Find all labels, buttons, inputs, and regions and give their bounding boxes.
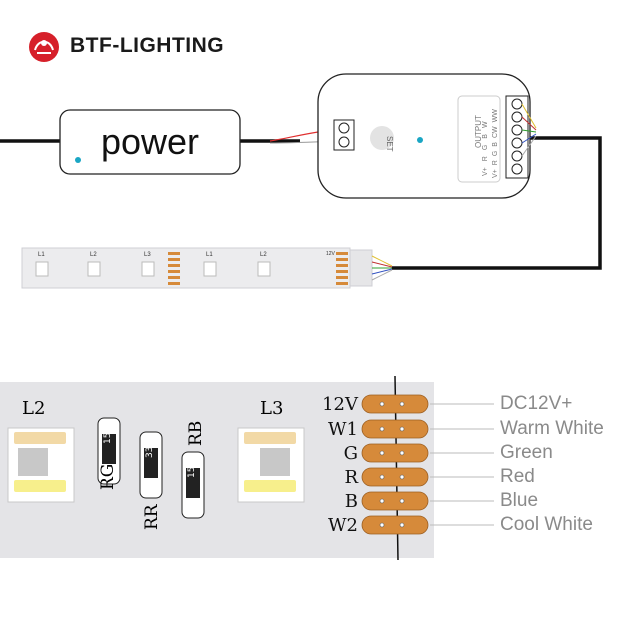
- pin-description: Blue: [500, 490, 539, 511]
- pin-label: R: [344, 467, 358, 488]
- pin-label: W2: [328, 515, 358, 536]
- pad-holes: [379, 401, 405, 528]
- pin-description: Warm White: [500, 418, 604, 439]
- strip-cut-pads: [168, 252, 348, 285]
- resistor-label-rb: RB: [186, 420, 206, 446]
- warm-white-chip: [14, 432, 66, 444]
- pad-w2: [361, 515, 429, 535]
- resistor-value-1: 151: [103, 426, 113, 444]
- pin-label: G: [343, 443, 358, 464]
- pad-r: [361, 467, 429, 487]
- strip-leds: [35, 261, 271, 277]
- set-indicator-dot: [417, 137, 423, 143]
- output-pin-label: R: [492, 160, 499, 166]
- output-panel: [457, 95, 501, 183]
- set-button: [370, 126, 394, 150]
- warm-white-chip: [244, 432, 296, 444]
- output-pin-label: V+: [492, 169, 499, 178]
- input-screw-icon: [338, 136, 350, 148]
- pad-g: [361, 443, 429, 463]
- pad-b: [361, 491, 429, 511]
- output-pin-label: G: [482, 144, 489, 151]
- strip-segment-label: L2: [90, 252, 97, 258]
- strip-segment-label: L1: [38, 252, 45, 258]
- closeup-pads: [361, 394, 429, 535]
- pin-description: Green: [500, 442, 553, 463]
- output-screw-icon: [511, 163, 523, 175]
- led-label-l3: L3: [260, 398, 284, 419]
- pin-description: Cool White: [500, 514, 593, 535]
- pin-label: W1: [328, 419, 358, 440]
- leader-lines: [430, 403, 494, 526]
- power-supply-box: [59, 109, 241, 175]
- strip-pad-label: 12V: [326, 251, 335, 257]
- output-pin-label: CW: [492, 126, 499, 139]
- resistor-chip: [102, 434, 116, 464]
- set-label: SET: [385, 136, 394, 152]
- output-terminal: [505, 95, 529, 179]
- pad-w1: [361, 419, 429, 439]
- pin-description: Red: [500, 466, 535, 487]
- leaf-flower-logo-icon: [29, 32, 59, 62]
- output-pin-label: B: [482, 134, 489, 139]
- led-strip-body: [21, 247, 351, 289]
- pin-label: B: [344, 491, 358, 512]
- rgb-chip: [18, 448, 48, 476]
- output-pin-label: G: [492, 150, 499, 157]
- output-pin-label: WW: [492, 109, 499, 123]
- brand: BTF-LIGHTING: [70, 34, 224, 58]
- strip-segment-label: L1: [206, 252, 213, 258]
- power-indicator-dot: [75, 157, 81, 163]
- resistor-value-2: 331: [145, 440, 155, 458]
- strip-segment-label: L3: [144, 252, 151, 258]
- input-terminal: [333, 119, 355, 151]
- brand-name: BTF-LIGHTING: [70, 34, 225, 57]
- pin-description: DC12V+: [500, 393, 573, 414]
- rgb-chip: [260, 448, 290, 476]
- resistor-label-rg: RG: [98, 463, 118, 490]
- pin-label: 12V: [322, 394, 358, 415]
- strip-segment-label: L2: [260, 252, 267, 258]
- output-pin-label: B: [492, 142, 499, 147]
- strip-connector: [349, 249, 373, 287]
- controller-to-strip-wire: [392, 136, 602, 270]
- output-colored-wires: [521, 103, 537, 157]
- cool-white-chip: [14, 480, 66, 492]
- resistor-chip: [144, 448, 158, 478]
- led-label-l2: L2: [22, 398, 46, 419]
- strip-output-wires: [371, 255, 393, 281]
- output-pin-label: W: [482, 121, 489, 129]
- resistor-value-3: 151: [187, 460, 197, 478]
- power-label: power: [100, 121, 200, 162]
- resistor-label-rr: RR: [142, 504, 162, 530]
- output-pin-label: V+: [482, 167, 489, 176]
- pad-12v: [361, 394, 429, 414]
- output-pin-label: R: [482, 156, 489, 162]
- resistor-chip: [186, 468, 200, 498]
- input-screw-icon: [338, 122, 350, 134]
- cool-white-chip: [244, 480, 296, 492]
